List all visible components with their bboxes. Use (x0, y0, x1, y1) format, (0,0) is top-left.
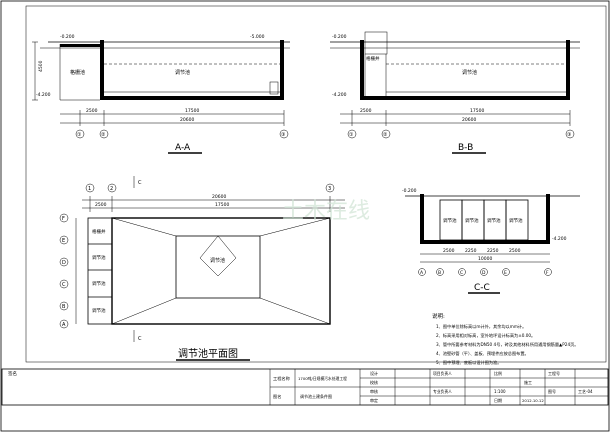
bb-elev-low: -4.200 (332, 92, 347, 98)
plan-axis-left-f: F (62, 216, 65, 222)
plan-room-4: 调节池 (92, 307, 106, 314)
plan-axis-top-1: 1 (88, 186, 91, 192)
aa-axis-2: ② (101, 132, 106, 138)
title-date-value: 2012.10.12 (522, 398, 544, 403)
aa-dim-total: 20600 (180, 117, 194, 123)
title-label-project-no: 工程号 (548, 370, 560, 376)
title-role-discipline: 专业负责人 (433, 389, 452, 394)
plan-axis-left-a: A (62, 322, 66, 328)
plan-axis-top-3: 3 (328, 186, 331, 192)
cc-dim-1: 2500 (443, 248, 455, 254)
plan-dim-right: 17500 (215, 202, 229, 208)
plan-axis-left-e: E (62, 238, 65, 244)
cc-dim-2: 2250 (465, 248, 477, 254)
aa-elev-top: -0.200 (60, 34, 75, 40)
plan-dim-left: 2500 (95, 202, 107, 208)
title-role-project: 项目负责人 (433, 371, 452, 376)
cc-dim-3: 2250 (487, 248, 499, 254)
cc-dim-total: 10000 (478, 256, 492, 262)
title-left-mark: 签名 (8, 370, 17, 377)
aa-section-title: A-A (175, 143, 191, 153)
cc-axis-b: B (438, 270, 441, 276)
drawing-frame (25, 5, 607, 363)
note-item-2: 2、标高采用相对标高，室外地坪设计标高为±0.00。 (436, 332, 535, 339)
cc-axis-f: F (546, 270, 549, 276)
note-item-4: 4、池壁砂管（平）、盖板、预埋件应按总图布置。 (436, 350, 529, 357)
title-row-review: 审核 (370, 388, 378, 394)
notes-heading: 说明: (432, 312, 445, 320)
cc-axis-e: E (504, 270, 507, 276)
plan-section-mark-top: C (138, 180, 142, 186)
cc-elev-top: -0.200 (402, 188, 417, 194)
plan-center-label: 调节池 (210, 257, 225, 264)
aa-room-label: 格栅池 (70, 69, 85, 76)
title-scale-value: 1:100 (494, 389, 506, 394)
aa-axis-1: ① (77, 132, 82, 138)
bb-elev-top: -0.200 (332, 34, 347, 40)
bb-axis-3: ③ (567, 132, 571, 138)
plan-axis-left-d: D (62, 260, 66, 266)
bb-dim-left: 2500 (360, 108, 372, 114)
note-item-3: 3、管中所要参考材料为DN50 4号，砖及其他材料所用通用钢筋量▲P24页。 (436, 341, 578, 348)
notes-block: 说明: 1、图中单位除标高以m计外，其余均以mm计。 2、标高采用相对标高，室外… (432, 312, 578, 366)
title-label-date: 日期 (494, 397, 502, 403)
plan-room-1: 格栅井 (92, 228, 106, 235)
watermark-text: 土木在线 (282, 199, 370, 224)
plan-axis-top-2: 2 (110, 186, 113, 192)
bb-axis-1: ① (349, 132, 354, 138)
cc-room-2: 调节池 (465, 217, 479, 224)
title-drawing-name: 调节池土建条件图 (300, 393, 332, 399)
aa-dim-right: 17500 (185, 108, 199, 114)
cc-axis-a: A (420, 270, 424, 276)
cc-room-4: 调节池 (509, 217, 523, 224)
title-row-approve: 审定 (370, 397, 378, 403)
plan-room-3: 调节池 (92, 280, 106, 287)
note-item-5: 5、图中预埋、底板以设计图为准。 (436, 359, 501, 366)
plan-room-2: 调节池 (92, 254, 106, 261)
bb-dim-right: 17500 (470, 108, 484, 114)
section-bb: -0.200 -4.200 格栅井 调节池 2500 17500 20600 ①… (330, 31, 580, 154)
plan-view: 2500 17500 20600 1 2 3 调节池 格栅井 调节池 调节池 调… (59, 176, 345, 361)
bb-room-label: 格栅井 (366, 55, 380, 62)
section-cc: 调节池 调节池 调节池 调节池 -0.200 -4.200 2500 2250 … (402, 188, 580, 294)
title-project-label: 工程名称 (273, 375, 290, 382)
cc-axis-d: D (482, 270, 486, 276)
title-row-design: 设计 (370, 370, 378, 376)
bb-tank-label: 调节池 (462, 69, 477, 76)
aa-elev-low: -4.200 (36, 92, 51, 98)
title-drawing-label: 图名 (273, 393, 281, 400)
aa-dim-left: 2500 (86, 108, 98, 114)
aa-depth-dim: 4500 (38, 60, 44, 72)
title-label-scale: 比例 (494, 370, 502, 376)
plan-axis-left-b: B (62, 304, 66, 310)
title-stage-value: 施工 (524, 379, 532, 385)
cc-dim-4: 2500 (509, 248, 521, 254)
plan-axis-left-c: C (62, 282, 66, 288)
title-drawing-no-value: 工艺-04 (578, 389, 593, 394)
title-block: 签名 工程名称 1700吨/日规模污水处理工程 图名 调节池土建条件图 设计 校… (1, 368, 609, 406)
plan-title: 调节池平面图 (178, 347, 238, 360)
note-item-1: 1、图中单位除标高以m计外，其余均以mm计。 (436, 323, 526, 330)
title-label-drawing-no: 图号 (548, 388, 556, 394)
aa-axis-3: ③ (281, 132, 285, 138)
title-project-name: 1700吨/日规模污水处理工程 (298, 376, 347, 381)
bb-dim-total: 20600 (462, 117, 476, 123)
section-aa: 4500 -0.200 -5.000 -4.200 格栅池 调节池 2500 1… (32, 34, 290, 154)
cc-room-1: 调节池 (443, 217, 457, 224)
cc-room-3: 调节池 (487, 217, 501, 224)
cc-elev-low: -4.200 (552, 236, 567, 242)
plan-dim-total: 20600 (212, 194, 226, 200)
title-row-check: 校核 (370, 379, 378, 385)
plan-section-mark-bottom: C (138, 336, 142, 342)
aa-tank-label: 调节池 (175, 69, 190, 76)
bb-section-title: B-B (458, 143, 473, 153)
bb-axis-2: ② (383, 132, 388, 138)
cc-axis-c: C (460, 270, 463, 276)
cc-section-title: C-C (474, 283, 490, 293)
aa-elev-mid: -5.000 (250, 34, 265, 40)
